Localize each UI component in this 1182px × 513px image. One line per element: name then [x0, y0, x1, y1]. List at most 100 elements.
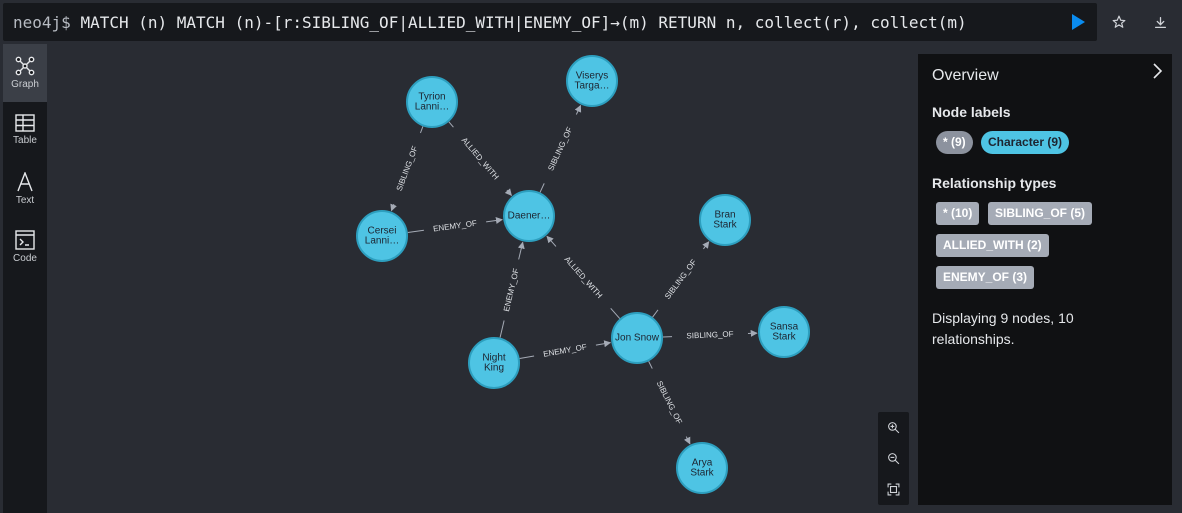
- zoom-controls: [878, 412, 909, 505]
- view-table-label: Table: [13, 135, 37, 146]
- nodes-layer: TyrionLanni…ViserysTarga…CerseiLanni…Dae…: [356, 55, 810, 494]
- node-tyrion[interactable]: TyrionLanni…: [406, 76, 458, 128]
- play-icon: [1072, 14, 1085, 30]
- rel-type-all-pill[interactable]: * (10): [936, 202, 980, 225]
- node-caption: Jon Snow: [615, 333, 660, 344]
- relationship-arrow: [504, 188, 512, 196]
- relationship-label: SIBLING_OF: [663, 258, 698, 301]
- download-button[interactable]: [1148, 10, 1172, 34]
- node-circle: [468, 337, 520, 389]
- relationship-types-heading: Relationship types: [932, 175, 1057, 191]
- node-daenerys[interactable]: Daener…: [503, 190, 555, 242]
- node-caption: Tyrion: [418, 92, 445, 103]
- chevron-right-icon[interactable]: [1148, 62, 1166, 80]
- relationship-arrow: [517, 241, 525, 260]
- overview-summary: Displaying 9 nodes, 10 relationships.: [932, 310, 1074, 347]
- relationship-line: [652, 309, 659, 318]
- node-caption: Viserys: [576, 71, 609, 82]
- node-caption: Sansa: [770, 322, 799, 333]
- rel-type-enemy-of-pill[interactable]: ENEMY_OF (3): [936, 266, 1035, 289]
- node-caption: Cersei: [368, 226, 397, 237]
- relationship-label: ALLIED_WITH: [460, 136, 501, 182]
- node-cersei[interactable]: CerseiLanni…: [356, 210, 408, 262]
- node-circle: [758, 306, 810, 358]
- relationship-arrow: [546, 235, 557, 247]
- node-caption: Stark: [772, 332, 796, 343]
- favorite-button[interactable]: [1107, 10, 1131, 34]
- relationship-line: [648, 361, 653, 369]
- view-table-button[interactable]: Table: [3, 102, 47, 160]
- code-icon: [15, 230, 35, 250]
- relationship-line: [448, 121, 454, 128]
- relationship-cersei-daenerys[interactable]: ENEMY_OF: [407, 217, 503, 234]
- node-caption: Lanni…: [415, 102, 449, 113]
- relationship-label: ENEMY_OF: [433, 219, 478, 234]
- relationship-nightking-jon[interactable]: ENEMY_OF: [519, 340, 612, 360]
- query-bar: neo4j$ MATCH (n) MATCH (n)-[r:SIBLING_OF…: [0, 0, 1182, 44]
- relationship-jon-bran[interactable]: SIBLING_OF: [652, 241, 710, 318]
- node-labels-heading: Node labels: [932, 104, 1011, 120]
- node-circle: [566, 55, 618, 107]
- node-label-all-pill[interactable]: * (9): [936, 131, 973, 154]
- relationship-daenerys-viserys[interactable]: SIBLING_OF: [539, 104, 582, 193]
- view-code-label: Code: [13, 253, 37, 264]
- node-caption: King: [484, 363, 504, 374]
- query-prompt: neo4j$: [13, 12, 71, 32]
- relationship-label: ENEMY_OF: [502, 267, 521, 312]
- node-caption: Lanni…: [365, 236, 399, 247]
- view-sidebar: Graph Table Text Code: [3, 44, 47, 513]
- relationship-label: SIBLING_OF: [546, 126, 574, 173]
- table-icon: [15, 114, 35, 132]
- relationship-jon-daenerys[interactable]: ALLIED_WITH: [546, 235, 621, 319]
- fit-screen-icon: [887, 483, 900, 496]
- node-caption: Arya: [692, 458, 713, 469]
- relationship-tyrion-daenerys[interactable]: ALLIED_WITH: [448, 121, 512, 196]
- node-circle: [406, 76, 458, 128]
- relationship-nightking-daenerys[interactable]: ENEMY_OF: [499, 241, 525, 338]
- node-circle: [356, 210, 408, 262]
- node-caption: Stark: [713, 220, 737, 231]
- query-text[interactable]: MATCH (n) MATCH (n)-[r:SIBLING_OF|ALLIED…: [80, 12, 967, 32]
- relationship-arrow: [683, 436, 691, 445]
- zoom-in-button[interactable]: [878, 412, 909, 443]
- node-caption: Targa…: [574, 81, 609, 92]
- view-code-button[interactable]: Code: [3, 218, 47, 276]
- node-circle: [503, 190, 555, 242]
- view-text-button[interactable]: Text: [3, 160, 47, 218]
- node-viserys[interactable]: ViserysTarga…: [566, 55, 618, 107]
- relationship-arrow: [486, 217, 503, 224]
- graph-canvas[interactable]: SIBLING_OF ALLIED_WITH SIBLING_OF ENEMY_OF E…: [47, 44, 918, 513]
- node-caption: Daener…: [508, 211, 551, 222]
- view-text-label: Text: [15, 195, 35, 206]
- relationship-label: SIBLING_OF: [686, 330, 734, 341]
- relationship-jon-sansa[interactable]: SIBLING_OF: [662, 330, 758, 341]
- relationship-label: SIBLING_OF: [655, 379, 684, 425]
- view-graph-button[interactable]: Graph: [3, 44, 47, 102]
- text-icon: [17, 172, 33, 192]
- node-caption: Night: [482, 353, 506, 364]
- relationship-tyrion-cersei[interactable]: SIBLING_OF: [390, 126, 424, 212]
- rel-type-sibling-of-pill[interactable]: SIBLING_OF (5): [988, 202, 1093, 225]
- query-editor[interactable]: neo4j$ MATCH (n) MATCH (n)-[r:SIBLING_OF…: [3, 3, 1097, 41]
- relationship-label: SIBLING_OF: [395, 145, 420, 192]
- node-jon[interactable]: Jon Snow: [611, 312, 663, 364]
- download-icon: [1154, 16, 1166, 28]
- relationship-line: [499, 320, 505, 338]
- run-query-button[interactable]: [1066, 10, 1090, 34]
- overview-title: Overview: [932, 67, 999, 84]
- relationship-jon-arya[interactable]: SIBLING_OF: [648, 361, 691, 445]
- relationship-line: [419, 126, 424, 134]
- zoom-out-button[interactable]: [878, 443, 909, 474]
- fit-screen-button[interactable]: [878, 474, 909, 505]
- node-circle: [676, 442, 728, 494]
- rel-type-allied-with-pill[interactable]: ALLIED_WITH (2): [936, 234, 1049, 257]
- node-circle: [699, 194, 751, 246]
- node-label-character-pill[interactable]: Character (9): [981, 131, 1070, 154]
- edges-layer: SIBLING_OF ALLIED_WITH SIBLING_OF ENEMY_OF E…: [390, 104, 758, 445]
- zoom-out-icon: [888, 453, 900, 465]
- node-circle: [611, 312, 663, 364]
